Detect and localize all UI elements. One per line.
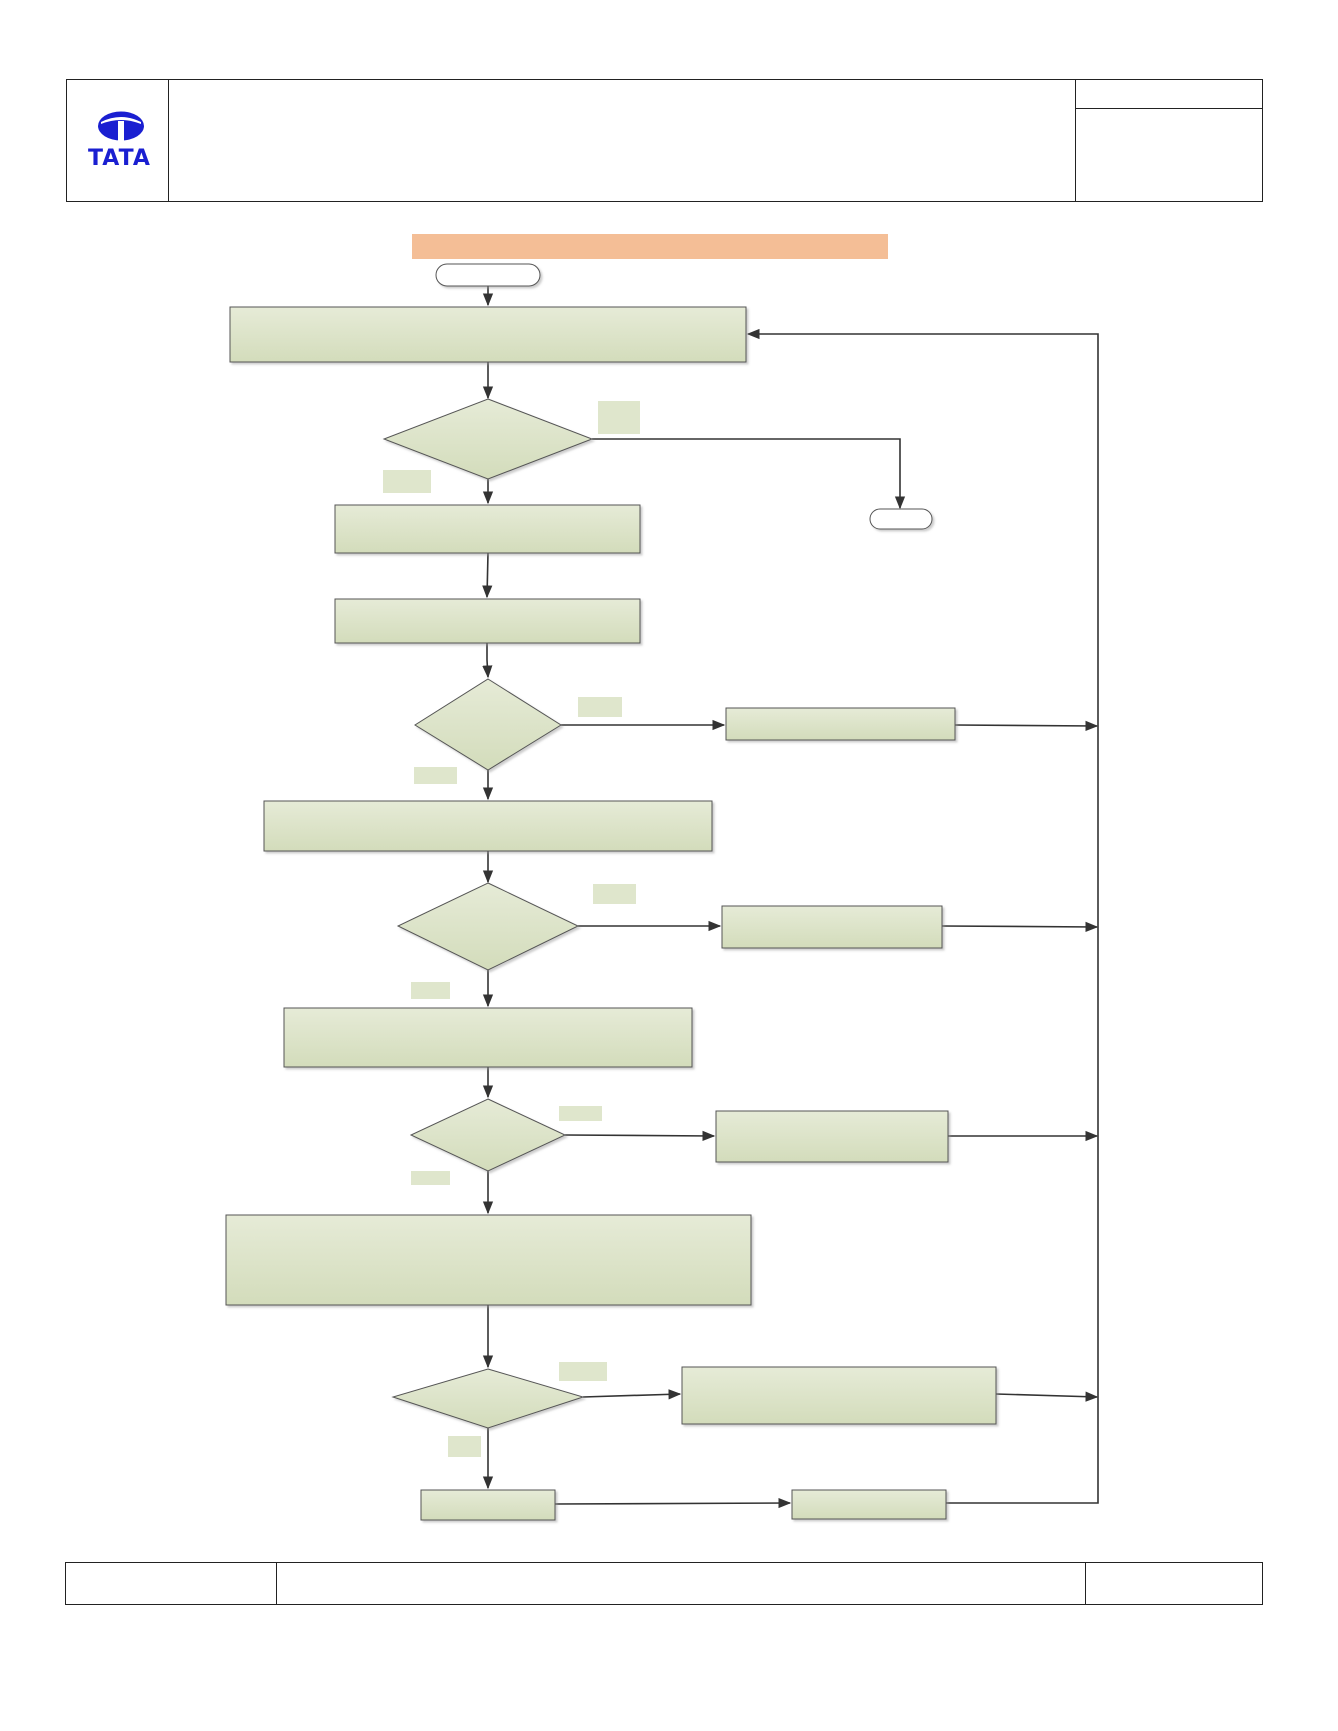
decision-diamond-4 (409, 1098, 567, 1172)
branch-label-d3-right (593, 884, 636, 904)
branch-label-d5-down (448, 1436, 481, 1457)
branch-label-d3-down (411, 982, 450, 999)
branch-label-d2-right (578, 697, 622, 717)
branch-label-d1-down (383, 470, 431, 493)
process-box-step3 (334, 598, 641, 644)
tata-logo-text: TATA (88, 146, 151, 171)
decision-diamond-2 (414, 678, 562, 771)
tata-logo-icon (98, 111, 144, 141)
branch-label-d4-down (411, 1171, 450, 1185)
process-box-side3 (715, 1110, 949, 1163)
branch-label-d2-down (414, 767, 457, 784)
edge-step2-step3 (482, 552, 493, 599)
process-box-side1 (725, 707, 956, 741)
branch-label-d5-right (559, 1362, 607, 1381)
process-box-final2 (791, 1489, 947, 1520)
edge-side2-loop (941, 921, 1099, 933)
start-terminator (435, 263, 541, 287)
decision-diamond-5 (391, 1368, 585, 1429)
process-box-final1 (420, 1489, 556, 1521)
end-terminator (869, 508, 933, 530)
process-box-side4 (681, 1366, 997, 1425)
process-box-step4 (263, 800, 713, 852)
process-box-side2 (721, 905, 943, 949)
edge-decision4-side3 (564, 1130, 716, 1142)
process-box-step6 (225, 1214, 752, 1306)
branch-label-d4-right (559, 1106, 602, 1121)
footer-right-cell (1085, 1562, 1263, 1605)
edge-loop-back (746, 328, 1099, 1504)
header-meta-cell-bottom (1075, 108, 1263, 202)
edge-decision5-side4 (582, 1389, 682, 1400)
footer-frame (65, 1562, 1263, 1605)
diagram-title-bar (412, 234, 888, 259)
process-box-step2 (334, 504, 641, 554)
decision-diamond-1 (382, 398, 594, 480)
process-box-step1 (229, 306, 747, 363)
edge-side1-loop (954, 720, 1099, 732)
decision-diamond-3 (396, 882, 580, 971)
edge-step3-decision2 (482, 643, 493, 679)
edge-side4-loop (995, 1391, 1099, 1402)
edge-decision1-end (592, 438, 906, 510)
edge-final1-final2 (554, 1497, 792, 1509)
process-box-step5 (283, 1007, 693, 1068)
branch-label-d1-right (598, 401, 640, 434)
